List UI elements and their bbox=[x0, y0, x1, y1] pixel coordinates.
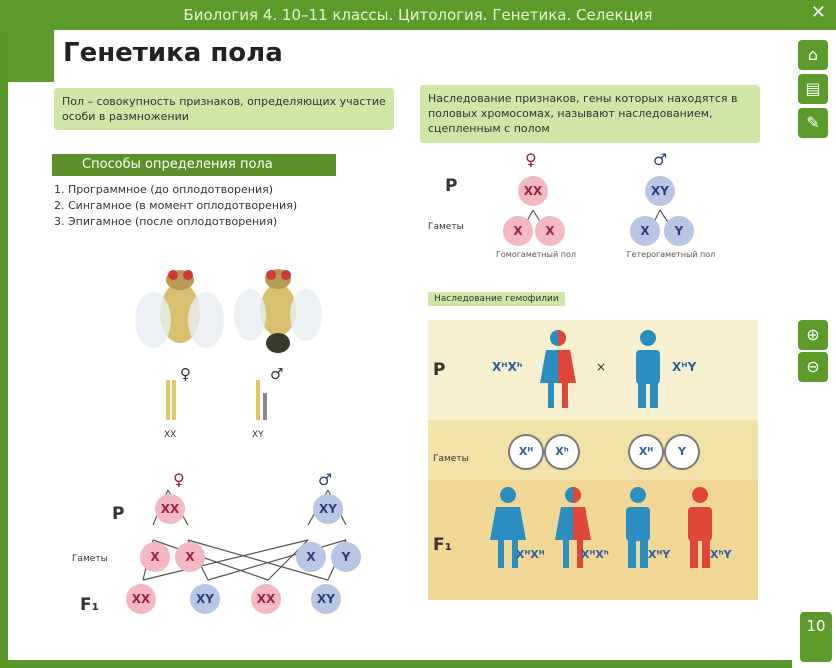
gamete-x: X bbox=[503, 216, 533, 246]
hemophilia-tag: Наследование гемофилии bbox=[428, 292, 565, 306]
gametes-label-top: Гаметы bbox=[428, 222, 464, 232]
hemophilia-parent-figures bbox=[540, 330, 660, 408]
female-symbol: ♀ bbox=[180, 365, 191, 383]
title-accent bbox=[8, 30, 54, 82]
page-content: Генетика пола Пол – совокупность признак… bbox=[8, 30, 792, 660]
left-cross-lines bbox=[142, 489, 347, 581]
offspring-xy: XY bbox=[190, 584, 220, 614]
mother-genotype: XᴴXʰ bbox=[492, 360, 523, 374]
hemophilia-f1-figures bbox=[490, 487, 712, 568]
p-label-left: P bbox=[112, 504, 125, 524]
definition-box: Пол – совокупность признаков, определяющ… bbox=[54, 88, 394, 130]
window-title: Биология 4. 10–11 классы. Цитология. Ген… bbox=[0, 0, 836, 30]
gametes-label-hemo: Гаметы bbox=[433, 454, 469, 464]
hemophilia-parents-panel bbox=[428, 320, 758, 420]
cross-symbol: × bbox=[596, 360, 607, 374]
f1-label-hemo: F₁ bbox=[433, 535, 453, 555]
layout-icon[interactable]: ▤ bbox=[798, 74, 828, 104]
female-symbol-left: ♀ bbox=[173, 470, 185, 489]
methods-header: Способы определения пола bbox=[52, 154, 336, 176]
methods-list: 1. Программное (до оплодотворения) 2. Си… bbox=[54, 182, 297, 230]
offspring-xy: XY bbox=[311, 584, 341, 614]
homogametic-label: Гомогаметный пол bbox=[496, 250, 576, 259]
male-karyotype: XY bbox=[252, 430, 264, 440]
hemo-gamete: Xʰ bbox=[544, 434, 580, 470]
female-karyotype: XX bbox=[164, 430, 177, 440]
child-genotype: XᴴXʰ bbox=[581, 548, 609, 561]
home-icon[interactable]: ⌂ bbox=[798, 40, 828, 70]
hemo-gamete: Y bbox=[664, 434, 700, 470]
page-number-label: 10 bbox=[806, 617, 826, 635]
father-genotype: XᴴY bbox=[672, 360, 697, 374]
page-title: Генетика пола bbox=[63, 38, 283, 68]
parent-male-xy: XY bbox=[645, 176, 675, 206]
zoom-out-icon[interactable]: ⊖ bbox=[798, 352, 828, 382]
f1-label-left: F₁ bbox=[80, 595, 100, 615]
hemo-gamete: Xᴴ bbox=[508, 434, 544, 470]
son-healthy-icon bbox=[626, 487, 650, 568]
father-figure-icon bbox=[636, 330, 660, 408]
page-number[interactable]: 10 bbox=[800, 612, 832, 662]
gamete-x: X bbox=[535, 216, 565, 246]
gamete-x: X bbox=[140, 542, 170, 572]
p-label-hemo: P bbox=[433, 360, 446, 380]
male-symbol-left: ♂ bbox=[318, 470, 333, 489]
zoom-in-icon[interactable]: ⊕ bbox=[798, 320, 828, 350]
child-genotype: XʰY bbox=[710, 548, 732, 561]
close-icon[interactable]: ✕ bbox=[810, 2, 826, 23]
gamete-x: X bbox=[630, 216, 660, 246]
male-symbol: ♂ bbox=[270, 365, 284, 383]
gamete-x: X bbox=[296, 542, 326, 572]
child-genotype: XᴴY bbox=[648, 548, 671, 561]
parent-female-xx: XX bbox=[155, 494, 185, 524]
pencil-icon[interactable]: ✎ bbox=[798, 108, 828, 138]
male-fly-icon bbox=[234, 269, 322, 353]
list-item: 1. Программное (до оплодотворения) bbox=[54, 183, 274, 196]
female-fly-icon bbox=[135, 270, 224, 348]
parent-female-xx: XX bbox=[518, 176, 548, 206]
parent-male-xy: XY bbox=[313, 494, 343, 524]
mother-figure-icon bbox=[540, 330, 576, 408]
right-toolbar: ⌂ ▤ ✎ ⊕ ⊖ bbox=[792, 30, 836, 668]
p-label-top: P bbox=[445, 176, 458, 196]
son-hemophilia-icon bbox=[688, 487, 712, 568]
list-item: 3. Эпигамное (после оплодотворения) bbox=[54, 215, 278, 228]
heterogametic-label: Гетерогаметный пол bbox=[626, 250, 716, 259]
female-symbol-top: ♀ bbox=[525, 150, 537, 169]
gamete-y: Y bbox=[664, 216, 694, 246]
inheritance-definition-box: Наследование признаков, гены которых нах… bbox=[420, 85, 760, 143]
gamete-x: X bbox=[175, 542, 205, 572]
daughter-carrier-icon bbox=[555, 487, 591, 568]
gamete-y: Y bbox=[331, 542, 361, 572]
hemophilia-gametes-panel bbox=[428, 420, 758, 480]
list-item: 2. Сингамное (в момент оплодотворения) bbox=[54, 199, 298, 212]
offspring-xx: XX bbox=[251, 584, 281, 614]
child-genotype: XᴴXᴴ bbox=[516, 548, 545, 561]
offspring-xx: XX bbox=[126, 584, 156, 614]
fruit-flies-illustration bbox=[135, 269, 322, 420]
male-symbol-top: ♂ bbox=[653, 150, 668, 169]
daughter-healthy-icon bbox=[490, 487, 526, 568]
hemo-gamete: Xᴴ bbox=[628, 434, 664, 470]
gametes-label-left: Гаметы bbox=[72, 554, 108, 564]
